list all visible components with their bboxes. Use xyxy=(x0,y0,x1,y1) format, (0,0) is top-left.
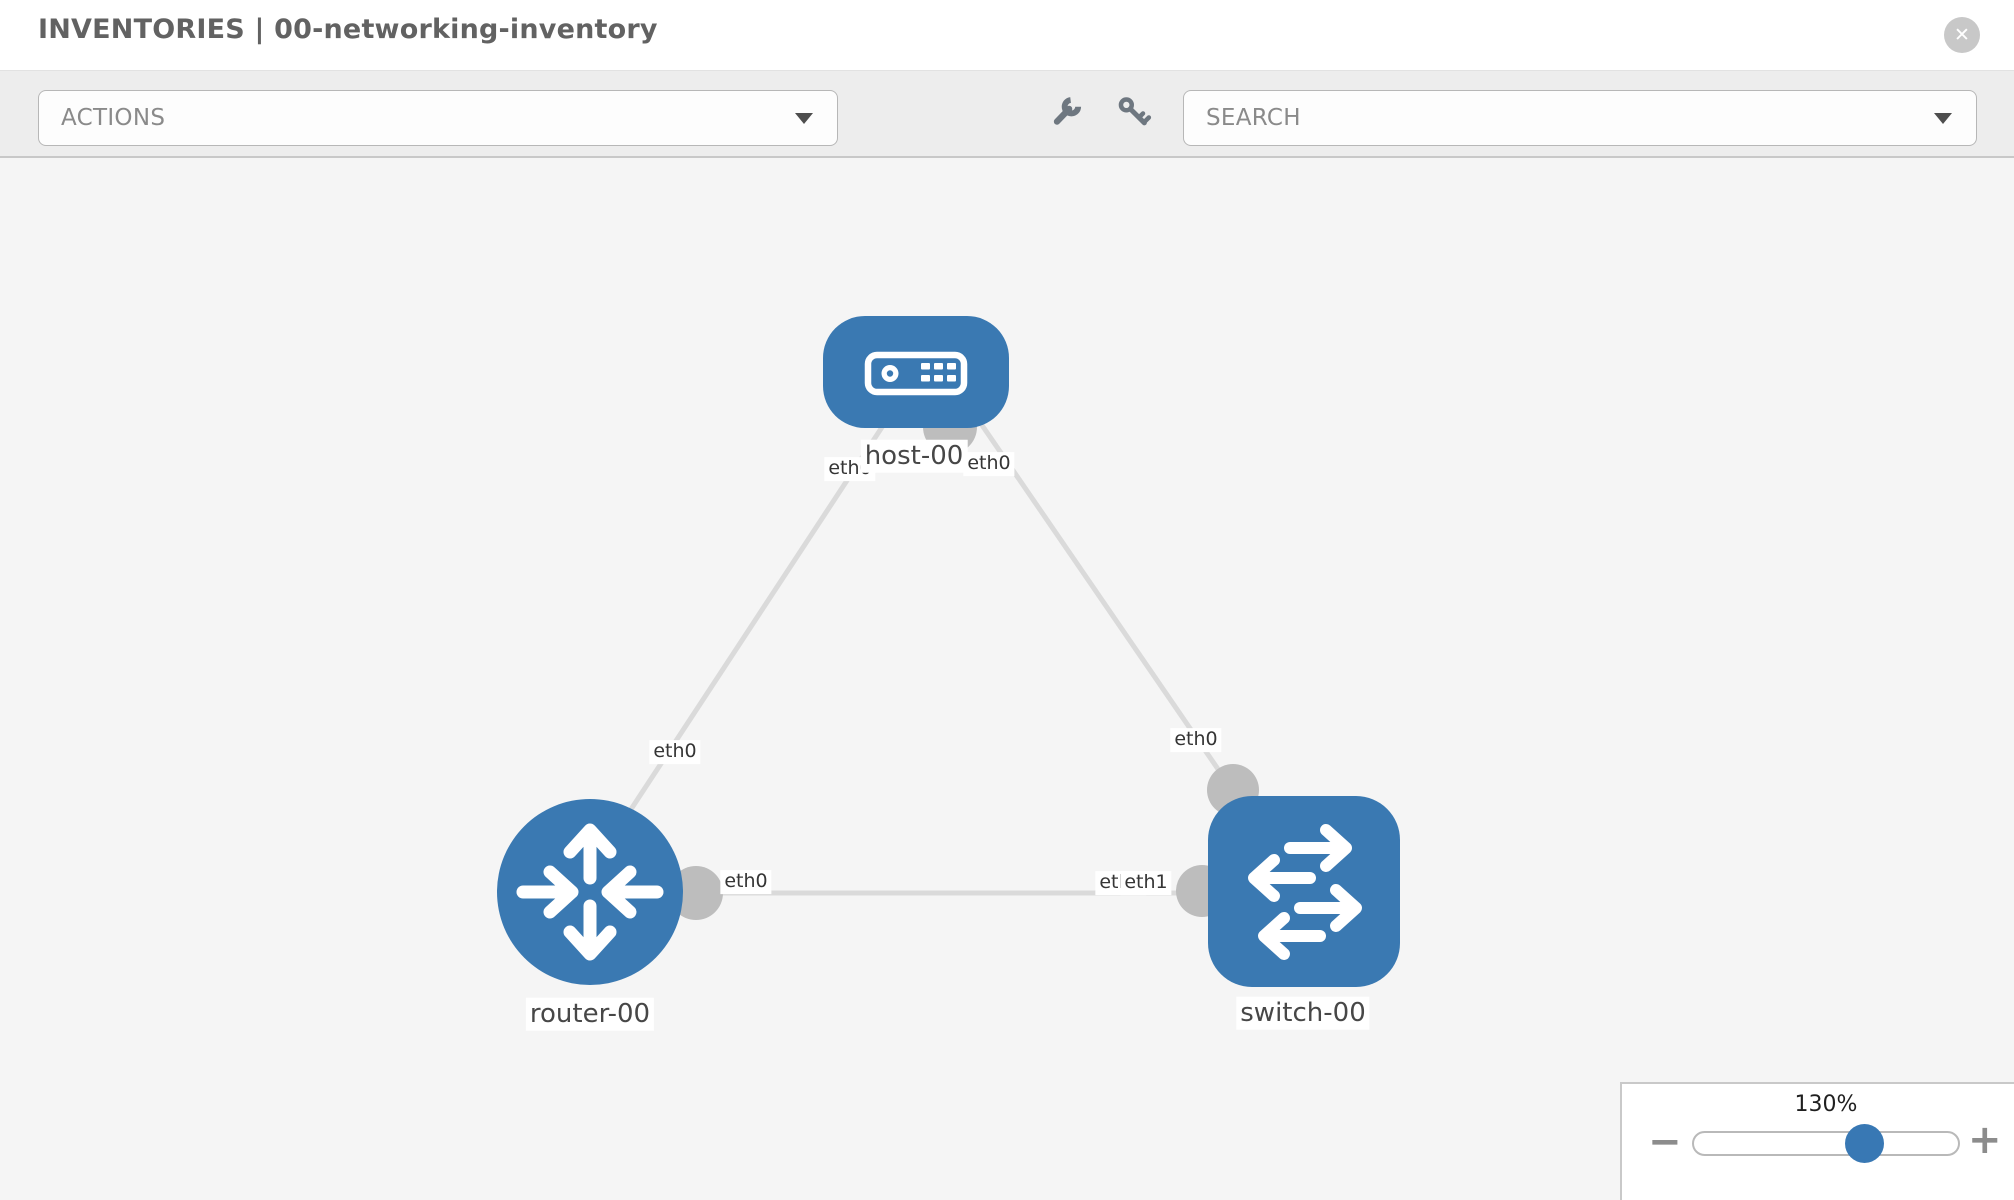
zoom-panel: 130% − + xyxy=(1620,1082,2014,1200)
interface-label-router-right: eth0 xyxy=(720,870,772,894)
zoom-in-button[interactable]: + xyxy=(1968,1117,2002,1163)
close-button[interactable]: ✕ xyxy=(1944,17,1980,53)
interface-label-host-right: eth0 xyxy=(963,452,1015,476)
key-icon[interactable] xyxy=(1116,95,1152,131)
zoom-slider-thumb[interactable] xyxy=(1845,1124,1884,1163)
toolbar: ACTIONS SEARCH xyxy=(0,71,2014,158)
search-dropdown-label: SEARCH xyxy=(1206,105,1301,131)
topology-canvas[interactable]: host-00 router-00 switch-00 eth0 eth0 et… xyxy=(0,156,2014,1200)
node-label-router: router-00 xyxy=(525,997,655,1031)
interface-label-switch-top: eth0 xyxy=(1170,728,1222,752)
zoom-out-button[interactable]: − xyxy=(1648,1119,1682,1165)
switch-node[interactable] xyxy=(1208,796,1400,987)
chevron-down-icon xyxy=(795,113,813,124)
chevron-down-icon xyxy=(1934,113,1952,124)
switch-icon xyxy=(1248,824,1362,960)
header: INVENTORIES | 00-networking-inventory ✕ xyxy=(0,0,2014,71)
wrench-icon[interactable] xyxy=(1048,95,1084,131)
router-node[interactable] xyxy=(497,799,683,985)
zoom-slider-track[interactable] xyxy=(1692,1131,1960,1156)
search-dropdown[interactable]: SEARCH xyxy=(1183,90,1977,146)
page-title: INVENTORIES | 00-networking-inventory xyxy=(38,14,658,45)
interface-connector[interactable] xyxy=(669,866,723,920)
actions-dropdown-label: ACTIONS xyxy=(61,105,166,131)
host-icon xyxy=(864,351,968,396)
close-icon: ✕ xyxy=(1954,23,1970,46)
router-icon xyxy=(516,823,664,961)
interface-label-switch-left: eth1 xyxy=(1120,871,1172,895)
actions-dropdown[interactable]: ACTIONS xyxy=(38,90,838,146)
zoom-level-label: 130% xyxy=(1794,1092,1858,1117)
host-node[interactable] xyxy=(823,316,1009,428)
node-label-switch: switch-00 xyxy=(1236,996,1370,1030)
interface-label-router-top: eth0 xyxy=(649,740,701,764)
node-label-host: host-00 xyxy=(860,439,968,473)
